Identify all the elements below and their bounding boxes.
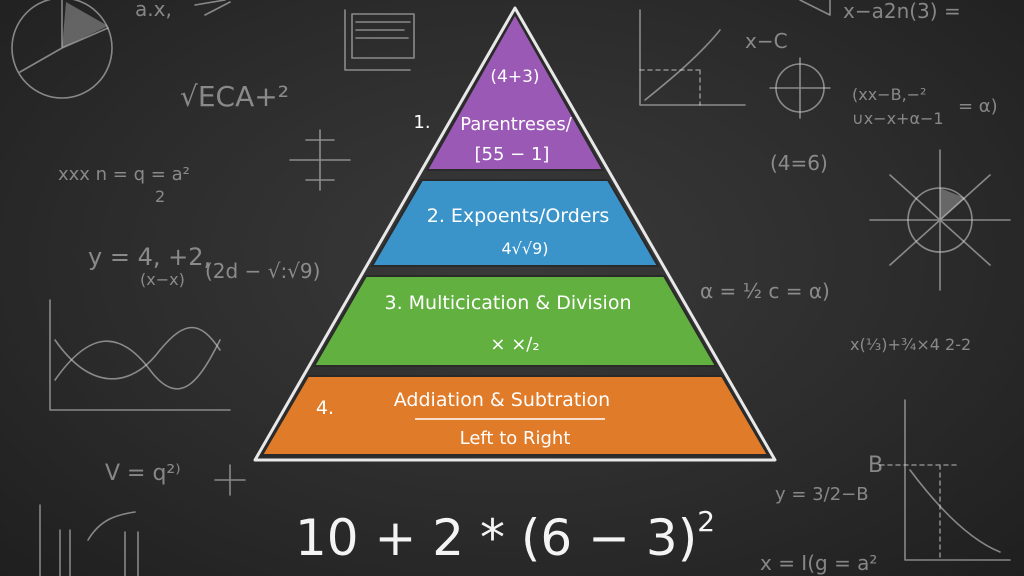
chalk-pie-hatch [62,2,108,48]
pyramid-tier-3 [312,275,718,367]
chalk-graph-curve [644,29,721,101]
chalk-pie-chart-icon [11,0,113,99]
tier-2-label: 2. Expoents/Orders [427,205,609,227]
chalk-axis-icon [344,9,411,71]
chalk-text-11: (xx−B,−² [852,85,926,104]
chalk-arrow-curve [87,511,136,541]
chalk-radial-circle [907,187,973,253]
chalk-radial-hatch [940,188,965,220]
chalk-pie-slices [19,0,109,73]
chalk-cross-axis-icon [289,129,351,191]
chalk-text-12: ∪x−x+α−1 [852,109,944,128]
chalk-text-4: y = 4, +2, [88,243,211,271]
chalk-text-8: a.x, [135,0,172,21]
chalk-graph2-curve [909,469,1001,553]
equation-main: 10 + 2 * (6 − 3) [295,509,697,567]
chalk-bar-chart-icon [39,504,139,576]
tier-2-subtitle: 4√√9) [502,239,549,258]
tier-3-number: 3. [385,292,403,314]
chalk-text-10: x−C [745,29,788,53]
chalk-scribbles: √ECA+² xxx n = q = a² 2 y = 4, +2, (x−x)… [11,0,1011,576]
tier-4-title: Addiation & Subtration [394,389,610,411]
tier-4-number: 4. [316,397,334,419]
chalk-graph2-dashed [879,464,961,561]
tier-3-subtitle: × ×∕₂ [490,334,539,355]
tier-4-subtitle: Left to Right [460,428,571,449]
tier-2-title: Expoents/Orders [451,205,609,227]
chalk-graph2-axis [904,399,1011,561]
chalk-text-16: x(⅓)+¾×4 2-2 [850,335,971,354]
chalk-text-5: (x−x) [140,270,185,289]
pyramid-tier-1 [425,11,605,171]
equation-exponent: 2 [697,505,715,538]
apex-label: (4+3) [490,67,539,87]
pyramid-tier-4 [260,375,770,456]
chalk-text-6: (2d − √:√9) [205,259,320,283]
chalk-dashed-lines [639,69,701,106]
chalk-text-19: B [868,453,883,478]
chalk-wave-curve-2 [54,326,221,380]
chalk-corner-mark-right [799,0,831,16]
chalk-text-15: α = ½ c = α) [700,279,830,303]
tier-1-number: 1. [413,112,430,133]
tier-2-number: 2. [427,205,445,227]
chalk-cross-arrows-icon [214,464,246,496]
chalk-graph-axis [639,9,746,106]
chalk-lines [355,21,411,39]
equation-text: 10 + 2 * (6 − 3)2 [295,505,715,567]
chalk-wave-curve [54,339,221,390]
chalk-text-17: y = 3/2−B [775,484,869,505]
tier-3-title: Multicication & Division [409,292,632,314]
chalk-text-1: √ECA+² [180,80,289,113]
chalk-corner-mark-left [194,0,231,16]
chalk-box-icon [351,13,415,59]
order-of-operations-pyramid: (4+3) 1. Parentreses/ [55 − 1] 2. Expoent… [253,6,777,462]
chalk-wave-axis [49,299,231,411]
chalk-text-3: 2 [155,187,165,206]
chalk-circle-cross [769,57,831,119]
tier-1-subtitle: [55 − 1] [475,144,550,165]
chalk-text-18: x = I(g = a² [760,551,877,575]
chalk-text-7: V = q²⁾ [105,461,181,486]
equation: 10 + 2 * (6 − 3)2 [295,505,715,567]
chalk-radial-diagram-icon [869,149,1011,291]
pyramid-tier-2 [370,179,660,267]
chalk-text-13: = α) [958,96,998,117]
chalk-text-9: x−a2n(3) = [843,0,961,23]
tier-3-label: 3. Multicication & Division [385,292,632,314]
chalk-text-14: (4=6) [770,151,828,175]
chalk-text-2: xxx n = q = a² [58,164,190,185]
pyramid-outline [253,6,777,462]
tier-1-title: Parentreses/ [460,114,573,135]
